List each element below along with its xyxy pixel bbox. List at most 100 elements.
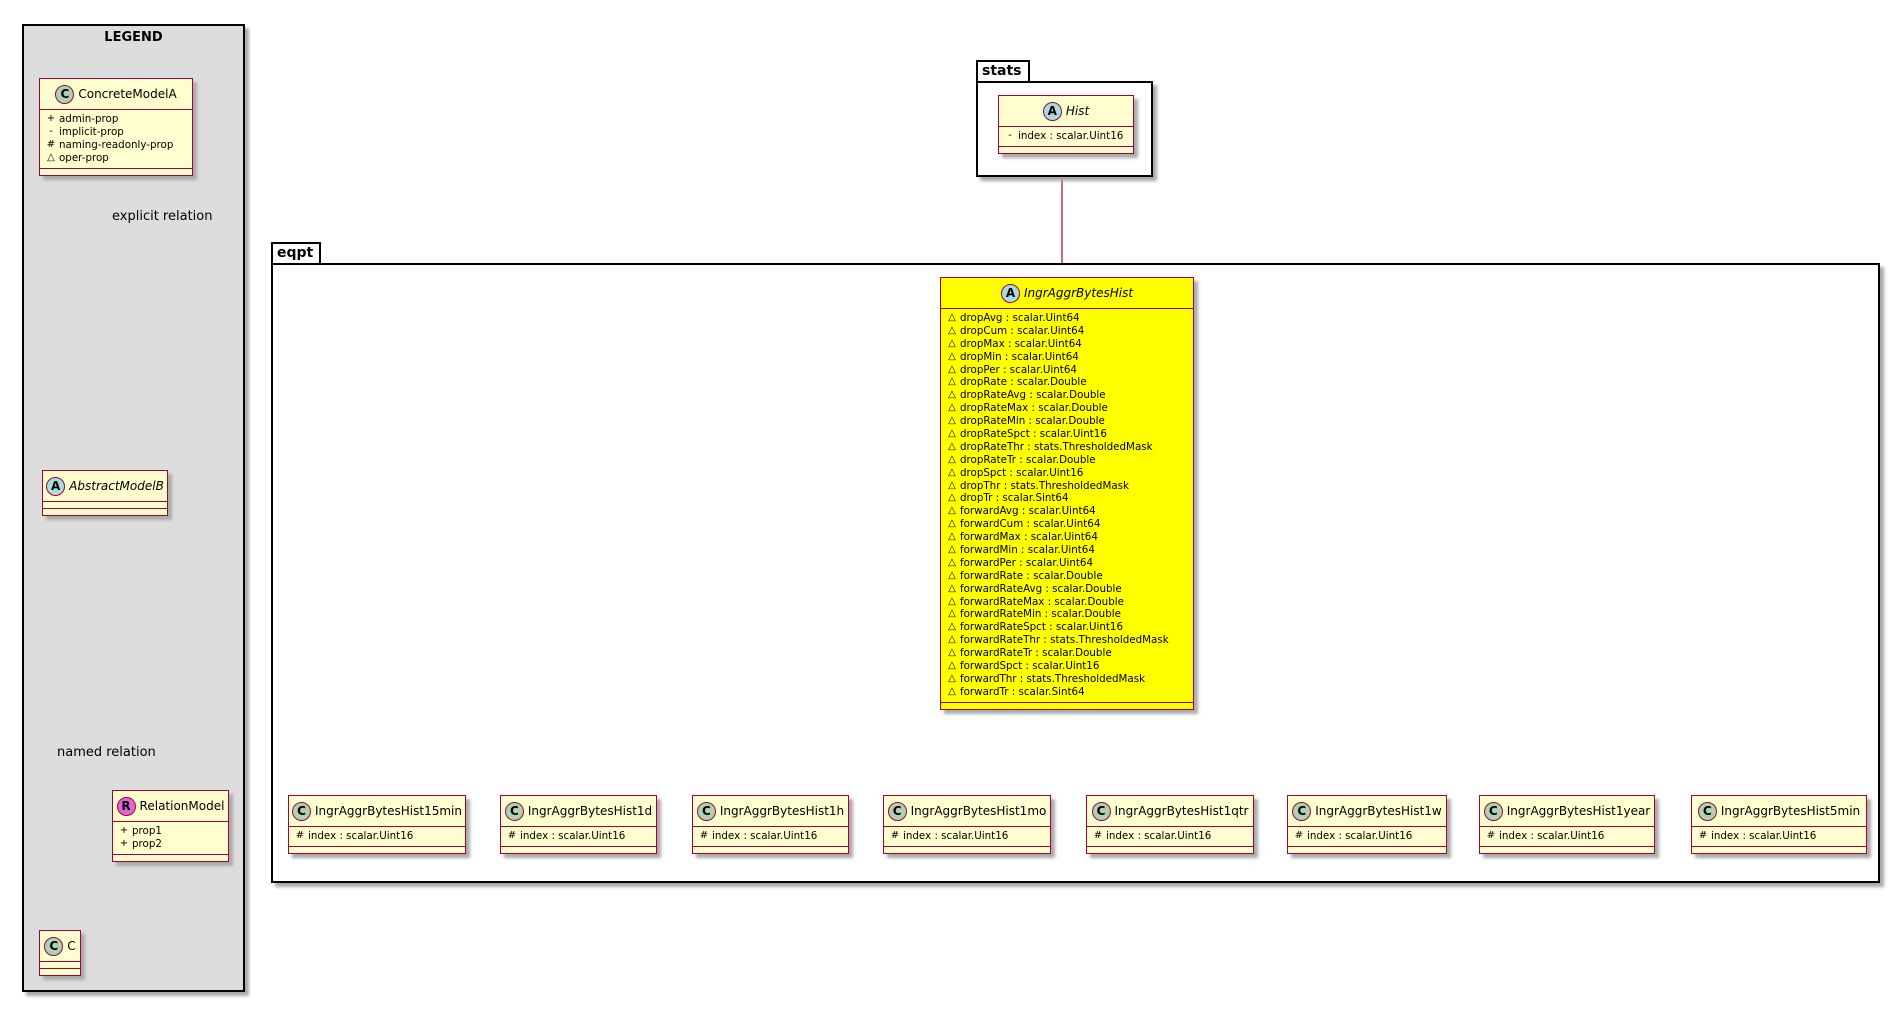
class-c-icon: C xyxy=(696,801,716,821)
package-visibility-icon: △ xyxy=(948,621,956,633)
attribute-text: forwardMin : scalar.Uint64 xyxy=(960,544,1095,557)
attribute-text: index : scalar.Uint16 xyxy=(520,830,626,842)
attribute-row: △dropSpct : scalar.Uint16 xyxy=(947,467,1187,480)
legend-c-class[interactable]: C C xyxy=(39,930,81,976)
attribute-text: forwardMax : scalar.Uint64 xyxy=(960,531,1098,544)
attribute-text: oper-prop xyxy=(59,151,109,164)
class-c-icon: C xyxy=(292,801,312,821)
public-visibility-icon: + xyxy=(119,825,129,836)
package-visibility-icon: △ xyxy=(948,350,956,362)
attribute-text: forwardRate : scalar.Double xyxy=(960,569,1103,582)
attribute-text: dropThr : stats.ThresholdedMask xyxy=(960,479,1129,492)
attribute-row: △dropTr : scalar.Sint64 xyxy=(947,492,1187,505)
attribute-text: dropRateAvg : scalar.Double xyxy=(960,389,1106,402)
abstract-a-icon: A xyxy=(1042,101,1062,121)
package-visibility-icon: △ xyxy=(948,595,956,607)
protected-visibility-icon: # xyxy=(507,830,517,841)
attribute-text: forwardTr : scalar.Sint64 xyxy=(960,685,1085,698)
attribute-row: △dropRateMin : scalar.Double xyxy=(947,415,1187,428)
attribute-text: forwardThr : stats.ThresholdedMask xyxy=(960,672,1146,685)
attribute-row: +admin-prop xyxy=(46,113,186,126)
package-visibility-icon: △ xyxy=(948,363,956,375)
attribute-row: +prop1 xyxy=(119,825,222,838)
class-name: AbstractModelB xyxy=(69,479,164,493)
attribute-row: △dropAvg : scalar.Uint64 xyxy=(947,312,1187,325)
attribute-text: index : scalar.Uint16 xyxy=(712,830,818,842)
package-visibility-icon: △ xyxy=(948,428,956,440)
attribute-row: △dropThr : stats.ThresholdedMask xyxy=(947,480,1187,493)
package-visibility-icon: △ xyxy=(948,376,956,388)
attribute-row: △ forwardRate : scalar.Double xyxy=(947,570,1187,583)
class-name: C xyxy=(67,939,76,953)
attribute-text: index : scalar.Uint16 xyxy=(1711,830,1817,842)
class-c-icon: C xyxy=(1697,801,1717,821)
hist-class[interactable]: A Hist -index : scalar.Uint16 xyxy=(998,95,1134,154)
package-visibility-icon: △ xyxy=(948,647,956,659)
ingr-aggr-bytes-hist-class[interactable]: A IngrAggrBytesHist △dropAvg : scalar.Ui… xyxy=(940,277,1194,710)
package-visibility-icon: △ xyxy=(948,518,956,530)
attribute-row: △ oper-prop xyxy=(46,152,186,165)
attribute-text: forwardCum : scalar.Uint64 xyxy=(960,518,1101,531)
attribute-text: index : scalar.Uint16 xyxy=(308,830,414,842)
class-header: C C xyxy=(40,931,80,962)
legend-relation-class[interactable]: R RelationModel +prop1 +prop2 xyxy=(112,790,229,862)
protected-visibility-icon: # xyxy=(1486,830,1496,841)
operations-section xyxy=(884,847,1050,853)
legend-title: LEGEND xyxy=(104,30,163,45)
abstract-a-icon: A xyxy=(1000,283,1020,303)
package-tab-stats: stats xyxy=(976,60,1030,82)
package-visibility-icon: △ xyxy=(948,582,956,594)
attribute-row: △forwardRateMin : scalar.Double xyxy=(947,608,1187,621)
attribute-row: △dropRateSpct : scalar.Uint16 xyxy=(947,428,1187,441)
class-name: IngrAggrBytesHist15min xyxy=(315,804,462,818)
attribute-row: △forwardSpct : scalar.Uint16 xyxy=(947,660,1187,673)
package-visibility-icon: △ xyxy=(948,402,956,414)
attribute-text: dropTr : scalar.Sint64 xyxy=(960,492,1069,505)
attribute-row: △ forwardThr : stats.ThresholdedMask xyxy=(947,673,1187,686)
protected-visibility-icon: # xyxy=(1294,830,1304,841)
attribute-row: △forwardMax : scalar.Uint64 xyxy=(947,531,1187,544)
package-visibility-icon: △ xyxy=(948,672,956,684)
attribute-text: forwardRateSpct : scalar.Uint16 xyxy=(960,621,1124,634)
package-visibility-icon: △ xyxy=(948,440,956,452)
attribute-list: -index : scalar.Uint16 xyxy=(999,127,1133,147)
attribute-text: prop1 xyxy=(132,825,162,837)
attribute-text: dropSpct : scalar.Uint16 xyxy=(960,466,1084,479)
protected-visibility-icon: # xyxy=(295,830,305,841)
attributes-section xyxy=(43,502,167,509)
package-visibility-icon: △ xyxy=(948,569,956,581)
attribute-text: index : scalar.Uint16 xyxy=(903,830,1009,842)
explicit-relation-label: explicit relation xyxy=(112,209,213,224)
legend-concrete-class[interactable]: C ConcreteModelA +admin-prop -implicit-p… xyxy=(39,78,193,176)
attribute-row: △forwardTr : scalar.Sint64 xyxy=(947,686,1187,699)
package-visibility-icon: △ xyxy=(47,151,55,163)
class-name: IngrAggrBytesHist1h xyxy=(719,804,845,818)
legend-abstract-class[interactable]: A AbstractModelB xyxy=(42,470,168,516)
attribute-row: #index : scalar.Uint16 xyxy=(1486,830,1648,843)
attribute-list: #index : scalar.Uint16 xyxy=(1692,827,1866,847)
attribute-row: △forwardRateAvg : scalar.Double xyxy=(947,583,1187,596)
attribute-text: dropRate : scalar.Double xyxy=(960,376,1087,389)
protected-visibility-icon: # xyxy=(699,830,709,841)
attribute-list: +admin-prop -implicit-prop #naming-reado… xyxy=(40,110,192,169)
package-visibility-icon: △ xyxy=(948,544,956,556)
class-name: IngrAggrBytesHist5min xyxy=(1720,804,1861,818)
attribute-row: △forwardPer : scalar.Uint64 xyxy=(947,557,1187,570)
attribute-text: dropAvg : scalar.Uint64 xyxy=(960,312,1080,324)
attribute-text: naming-readonly-prop xyxy=(59,138,174,151)
attribute-text: forwardRateThr : stats.ThresholdedMask xyxy=(960,634,1169,647)
attribute-list: +prop1 +prop2 xyxy=(113,822,228,855)
attribute-row: △dropPer : scalar.Uint64 xyxy=(947,364,1187,377)
protected-visibility-icon: # xyxy=(1698,830,1708,841)
